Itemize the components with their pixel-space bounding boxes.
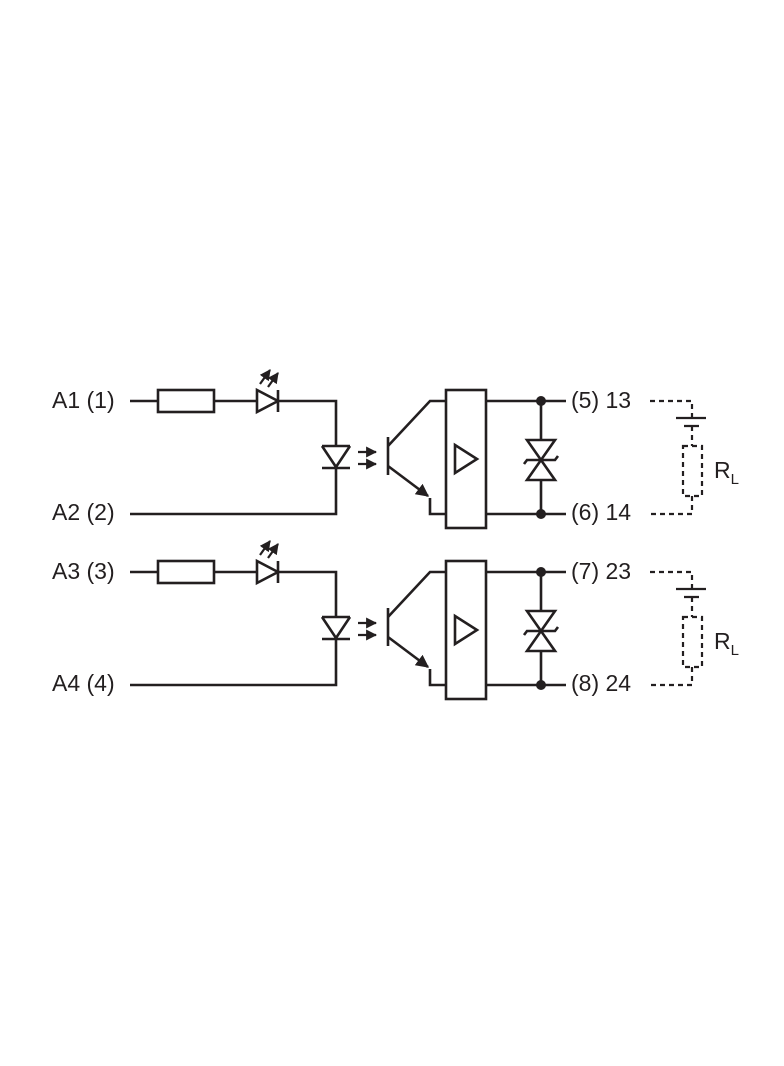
amplifier-block (444, 388, 488, 530)
output-label-24: (8) 24 (571, 670, 631, 696)
input-wire-top (130, 570, 338, 617)
optocoupler-led-icon (320, 444, 378, 470)
amplifier-triangle-icon (453, 613, 480, 647)
input-wire-bottom (130, 468, 338, 516)
external-load (650, 570, 706, 687)
input-label-a3: A3 (3) (52, 558, 115, 584)
resistor-symbol (156, 559, 216, 585)
output-label-14: (6) 14 (571, 499, 631, 525)
suppressor-diode-icon (522, 572, 560, 685)
indicator-led-icon (255, 540, 281, 586)
resistor-symbol (156, 388, 216, 414)
channel-2: A3 (3) A4 (4) (52, 540, 739, 701)
load-resistor-label: RL (714, 628, 739, 659)
indicator-led-icon (255, 369, 281, 415)
phototransistor-icon (386, 399, 446, 516)
load-resistor-label: RL (714, 457, 739, 488)
optocoupler-led-icon (320, 615, 378, 641)
amplifier-triangle-icon (453, 442, 480, 476)
phototransistor-icon (386, 570, 446, 687)
input-wire-top (130, 399, 338, 446)
external-load (650, 399, 706, 516)
suppressor-diode-icon (522, 401, 560, 514)
input-label-a2: A2 (2) (52, 499, 115, 525)
amplifier-block (444, 559, 488, 701)
channel-1: A1 (1) A2 (2) (52, 369, 739, 530)
input-label-a1: A1 (1) (52, 387, 115, 413)
input-label-a4: A4 (4) (52, 670, 115, 696)
output-label-13: (5) 13 (571, 387, 631, 413)
input-wire-bottom (130, 639, 338, 687)
output-label-23: (7) 23 (571, 558, 631, 584)
